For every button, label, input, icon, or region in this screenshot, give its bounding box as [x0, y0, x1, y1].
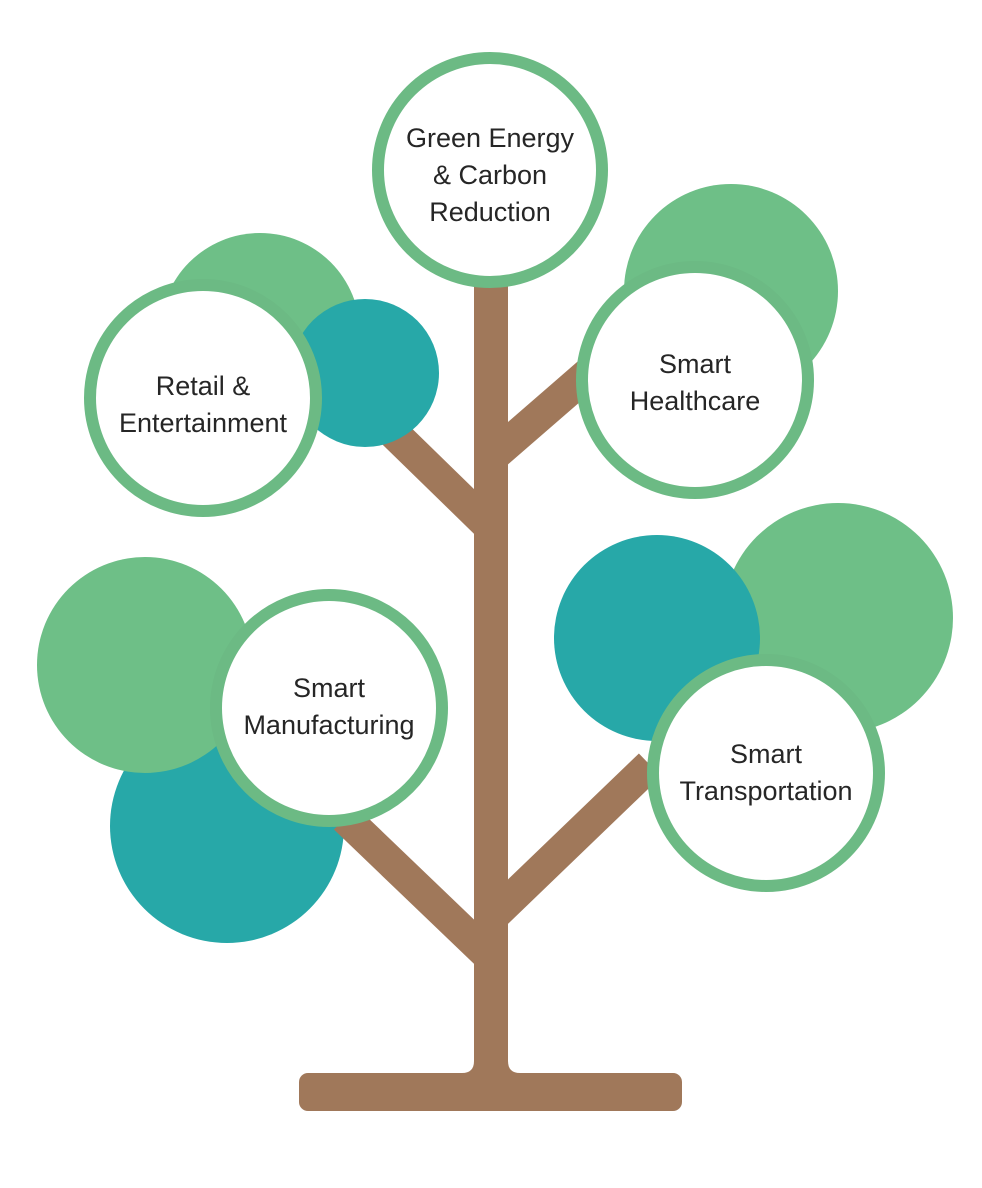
node-ring-transportation	[647, 654, 885, 892]
node-ring-manufacturing	[210, 589, 448, 827]
node-label-manufacturing: Smart	[293, 673, 366, 703]
node-label-transportation: Transportation	[679, 776, 852, 806]
trunk-base	[299, 1073, 682, 1111]
node-ring-healthcare	[576, 261, 814, 499]
leaf-manufacturing-green	[37, 557, 253, 773]
node-label-manufacturing: Manufacturing	[243, 710, 414, 740]
node-label-green-energy: & Carbon	[433, 160, 547, 190]
node-label-healthcare: Healthcare	[630, 386, 761, 416]
node-retail: Retail & Entertainment	[84, 279, 322, 517]
leaf-retail-teal	[291, 299, 439, 447]
branch-lower-right	[479, 753, 662, 930]
node-ring-retail	[84, 279, 322, 517]
trunk	[474, 285, 508, 1085]
branch-lower-left	[333, 806, 503, 970]
node-label-transportation: Smart	[730, 739, 803, 769]
node-label-green-energy: Reduction	[429, 197, 551, 227]
node-label-green-energy: Green Energy	[406, 123, 575, 153]
tree-trunk-group	[299, 285, 682, 1111]
node-label-retail: Retail &	[156, 371, 251, 401]
node-label-retail: Entertainment	[119, 408, 288, 438]
node-ring-green-energy	[372, 52, 608, 288]
node-label-healthcare: Smart	[659, 349, 732, 379]
